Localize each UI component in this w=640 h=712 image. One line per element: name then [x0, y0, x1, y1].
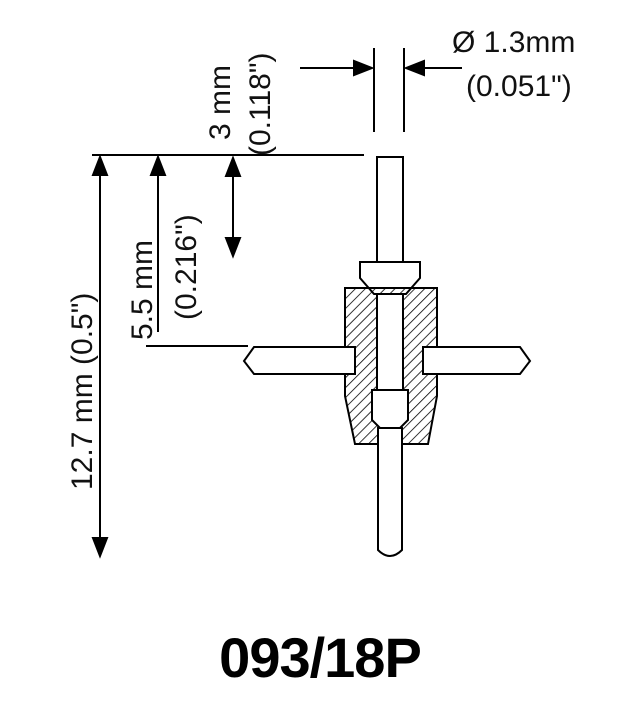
total-length-arrow [91, 154, 109, 559]
pin-drawing [242, 156, 532, 557]
pin-side-bar-left [242, 346, 356, 375]
flange-height-arrow [146, 154, 248, 347]
pin-diameter-dimension [300, 48, 462, 132]
pin-lower-insert [371, 389, 409, 429]
part-number: 093/18P [219, 626, 422, 689]
flange-height-imperial: (0.216") [170, 214, 203, 320]
pin-side-bar-right [422, 346, 532, 375]
tip-length-label: 3 mm [204, 65, 237, 140]
flange-height-label: 5.5 mm [126, 240, 159, 340]
flange-arrow-up-icon [149, 154, 167, 176]
pin-bore [376, 293, 404, 391]
pin-lower-shaft [377, 427, 403, 557]
arrowhead-left-icon [353, 59, 375, 77]
tip-length-arrow [224, 155, 242, 259]
pin-upper-tip [376, 156, 404, 262]
total-length-label: 12.7 mm (0.5") [66, 293, 99, 490]
total-arrow-up-icon [91, 154, 109, 176]
tip-arrow-down-icon [224, 237, 242, 259]
total-arrow-down-icon [91, 537, 109, 559]
arrowhead-right-icon [403, 59, 425, 77]
pin-diameter-imperial: (0.051") [466, 70, 572, 103]
tip-length-imperial: (0.118") [244, 53, 277, 156]
pin-diameter-metric: Ø 1.3mm [452, 26, 575, 59]
tip-arrow-up-icon [224, 155, 242, 177]
